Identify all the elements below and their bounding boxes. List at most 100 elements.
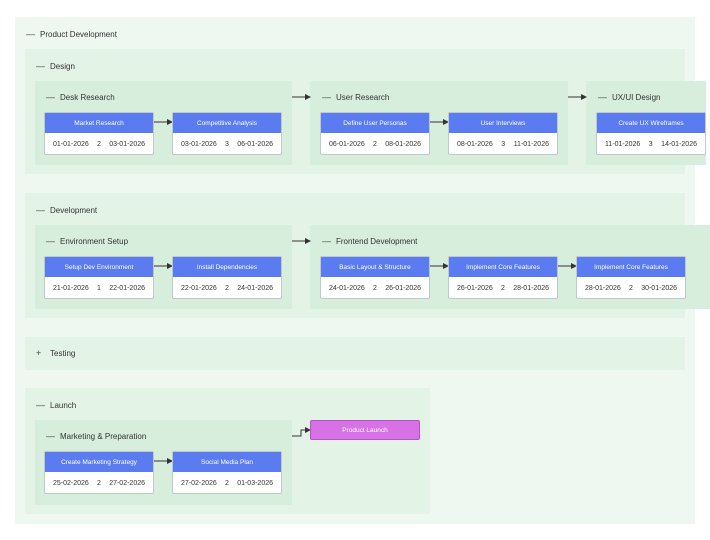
task-setup-dev-environment[interactable]: Setup Dev Environment 21-01-2026 1 22-01… <box>44 256 154 299</box>
task-title: Basic Layout & Structure <box>321 257 429 277</box>
task-end-date: 11-01-2026 <box>513 140 549 148</box>
group-testing-label: Testing <box>50 348 76 358</box>
task-end-date: 27-02-2026 <box>109 479 145 487</box>
task-duration: 2 <box>373 140 377 148</box>
task-duration: 1 <box>97 284 101 292</box>
group-design-label: Design <box>50 61 75 71</box>
task-duration: 3 <box>225 140 229 148</box>
root-group-label: Product Development <box>40 29 117 39</box>
task-duration: 2 <box>97 479 101 487</box>
collapse-icon[interactable]: — <box>36 61 45 71</box>
task-end-date: 03-01-2026 <box>109 140 145 148</box>
collapse-icon[interactable]: — <box>46 236 55 246</box>
group-launch-header[interactable]: — Launch <box>36 399 76 411</box>
task-start-date: 27-02-2026 <box>181 479 217 487</box>
task-dates: 08-01-2026 3 11-01-2026 <box>449 133 557 155</box>
root-group-header[interactable]: — Product Development <box>26 28 117 40</box>
task-duration: 2 <box>501 284 505 292</box>
task-dates: 06-01-2026 2 08-01-2026 <box>321 133 429 155</box>
subgroup-environment-setup-header[interactable]: — Environment Setup <box>46 235 128 247</box>
task-title: User Interviews <box>449 113 557 133</box>
task-end-date: 26-01-2026 <box>385 284 421 292</box>
task-dates: 11-01-2026 3 14-01-2026 <box>597 133 705 155</box>
task-dates: 24-01-2026 2 26-01-2026 <box>321 277 429 299</box>
task-competitive-analysis[interactable]: Competitive Analysis 03-01-2026 3 06-01-… <box>172 112 282 155</box>
group-testing <box>25 337 685 370</box>
task-dates: 28-01-2026 2 30-01-2026 <box>577 277 685 299</box>
subgroup-user-research-header[interactable]: — User Research <box>322 91 389 103</box>
task-implement-core-features-1[interactable]: Implement Core Features 26-01-2026 2 28-… <box>448 256 558 299</box>
task-implement-core-features-2[interactable]: Implement Core Features 28-01-2026 2 30-… <box>576 256 686 299</box>
task-dates: 27-02-2026 2 01-03-2026 <box>173 472 281 494</box>
task-market-research[interactable]: Market Research 01-01-2026 2 03-01-2026 <box>44 112 154 155</box>
task-install-dependencies[interactable]: Install Dependencies 22-01-2026 2 24-01-… <box>172 256 282 299</box>
task-basic-layout-structure[interactable]: Basic Layout & Structure 24-01-2026 2 26… <box>320 256 430 299</box>
task-dates: 03-01-2026 3 06-01-2026 <box>173 133 281 155</box>
task-duration: 2 <box>629 284 633 292</box>
task-start-date: 25-02-2026 <box>53 479 89 487</box>
task-start-date: 01-01-2026 <box>53 140 89 148</box>
task-title: Market Research <box>45 113 153 133</box>
collapse-icon[interactable]: — <box>322 92 331 102</box>
task-title: Implement Core Features <box>577 257 685 277</box>
task-start-date: 03-01-2026 <box>181 140 217 148</box>
task-title: Implement Core Features <box>449 257 557 277</box>
expand-icon[interactable]: + <box>36 348 42 358</box>
task-title: Social Media Plan <box>173 452 281 472</box>
task-dates: 01-01-2026 2 03-01-2026 <box>45 133 153 155</box>
milestone-product-launch[interactable]: Product Launch <box>310 420 420 440</box>
group-testing-header[interactable]: + Testing <box>36 347 75 359</box>
task-social-media-plan[interactable]: Social Media Plan 27-02-2026 2 01-03-202… <box>172 451 282 494</box>
task-start-date: 26-01-2026 <box>457 284 493 292</box>
task-duration: 3 <box>648 140 653 148</box>
group-design-header[interactable]: — Design <box>36 60 75 72</box>
collapse-icon[interactable]: — <box>26 29 35 39</box>
collapse-icon[interactable]: — <box>598 92 607 102</box>
task-end-date: 28-01-2026 <box>513 284 549 292</box>
task-dates: 21-01-2026 1 22-01-2026 <box>45 277 153 299</box>
subgroup-marketing-preparation-label: Marketing & Preparation <box>60 431 147 441</box>
collapse-icon[interactable]: — <box>46 92 55 102</box>
task-define-user-personas[interactable]: Define User Personas 06-01-2026 2 08-01-… <box>320 112 430 155</box>
task-end-date: 22-01-2026 <box>109 284 145 292</box>
task-duration: 2 <box>225 479 229 487</box>
task-end-date: 08-01-2026 <box>385 140 421 148</box>
task-dates: 25-02-2026 2 27-02-2026 <box>45 472 153 494</box>
subgroup-environment-setup-label: Environment Setup <box>60 236 129 246</box>
task-title: Competitive Analysis <box>173 113 281 133</box>
task-user-interviews[interactable]: User Interviews 08-01-2026 3 11-01-2026 <box>448 112 558 155</box>
subgroup-desk-research-header[interactable]: — Desk Research <box>46 91 115 103</box>
task-create-ux-wireframes[interactable]: Create UX Wireframes 11-01-2026 3 14-01-… <box>596 112 706 155</box>
task-title: Define User Personas <box>321 113 429 133</box>
collapse-icon[interactable]: — <box>46 431 55 441</box>
task-end-date: 14-01-2026 <box>661 140 697 148</box>
task-end-date: 01-03-2026 <box>237 479 273 487</box>
task-end-date: 30-01-2026 <box>641 284 677 292</box>
group-development-header[interactable]: — Development <box>36 204 97 216</box>
subgroup-frontend-development-header[interactable]: — Frontend Development <box>322 235 417 247</box>
collapse-icon[interactable]: — <box>36 400 45 410</box>
subgroup-ux-ui-design-header[interactable]: — UX/UI Design <box>598 91 660 103</box>
task-start-date: 06-01-2026 <box>329 140 365 148</box>
task-title: Create Marketing Strategy <box>45 452 153 472</box>
subgroup-marketing-preparation-header[interactable]: — Marketing & Preparation <box>46 430 146 442</box>
task-start-date: 21-01-2026 <box>53 284 89 292</box>
task-title: Create UX Wireframes <box>597 113 705 133</box>
task-start-date: 28-01-2026 <box>585 284 621 292</box>
subgroup-desk-research-label: Desk Research <box>60 92 115 102</box>
task-end-date: 24-01-2026 <box>237 284 273 292</box>
task-create-marketing-strategy[interactable]: Create Marketing Strategy 25-02-2026 2 2… <box>44 451 154 494</box>
task-title: Install Dependencies <box>173 257 281 277</box>
task-dates: 22-01-2026 2 24-01-2026 <box>173 277 281 299</box>
subgroup-user-research-label: User Research <box>336 92 390 102</box>
task-duration: 2 <box>373 284 377 292</box>
task-duration: 3 <box>501 140 506 148</box>
subgroup-frontend-development-label: Frontend Development <box>336 236 418 246</box>
task-duration: 2 <box>97 140 101 148</box>
collapse-icon[interactable]: — <box>322 236 331 246</box>
task-start-date: 24-01-2026 <box>329 284 365 292</box>
task-start-date: 11-01-2026 <box>605 140 641 148</box>
collapse-icon[interactable]: — <box>36 205 45 215</box>
task-dates: 26-01-2026 2 28-01-2026 <box>449 277 557 299</box>
task-duration: 2 <box>225 284 229 292</box>
